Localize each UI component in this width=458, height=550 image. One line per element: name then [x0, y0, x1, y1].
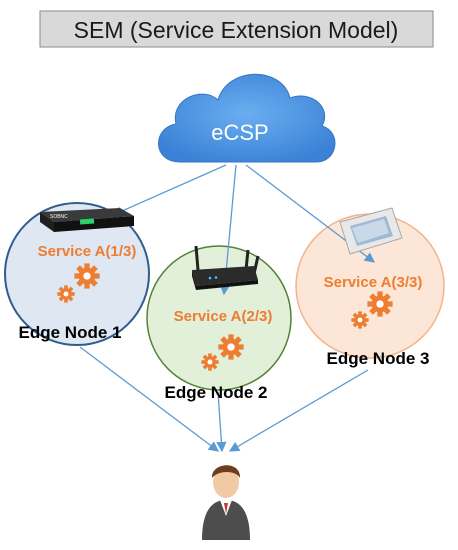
- edge-node-1-label: Edge Node 1: [19, 323, 122, 342]
- arrow-node3-to-user: [228, 369, 369, 452]
- service-label-3: Service A(3/3): [324, 274, 423, 291]
- set-top-box-icon: SOBNC: [40, 208, 134, 232]
- user-arrows: [79, 346, 369, 453]
- arrow-node2-to-user: [216, 391, 227, 453]
- diagram-title: SEM (Service Extension Model): [74, 17, 399, 43]
- edge-node-2-label: Edge Node 2: [165, 383, 268, 402]
- gear-icon: [367, 291, 393, 317]
- gear-icon: [57, 285, 75, 303]
- service-label-2: Service A(2/3): [174, 308, 273, 325]
- gear-icon: [351, 311, 369, 329]
- arrow-node1-to-user: [79, 346, 220, 452]
- gear-icon: [201, 353, 219, 371]
- service-label-1: Service A(1/3): [38, 243, 137, 260]
- gear-icon: [218, 334, 244, 360]
- user-icon: [202, 465, 250, 540]
- tablet-icon: [339, 207, 403, 255]
- arrow-cloud-to-node1: [111, 164, 227, 217]
- cloud-icon: [158, 73, 336, 163]
- svg-text:SOBNC: SOBNC: [50, 214, 68, 220]
- title-box: [39, 10, 434, 48]
- gear-icon: [74, 263, 100, 289]
- cloud-label: eCSP: [211, 120, 268, 145]
- edge-node-3-label: Edge Node 3: [327, 349, 430, 368]
- router-icon: [192, 245, 260, 290]
